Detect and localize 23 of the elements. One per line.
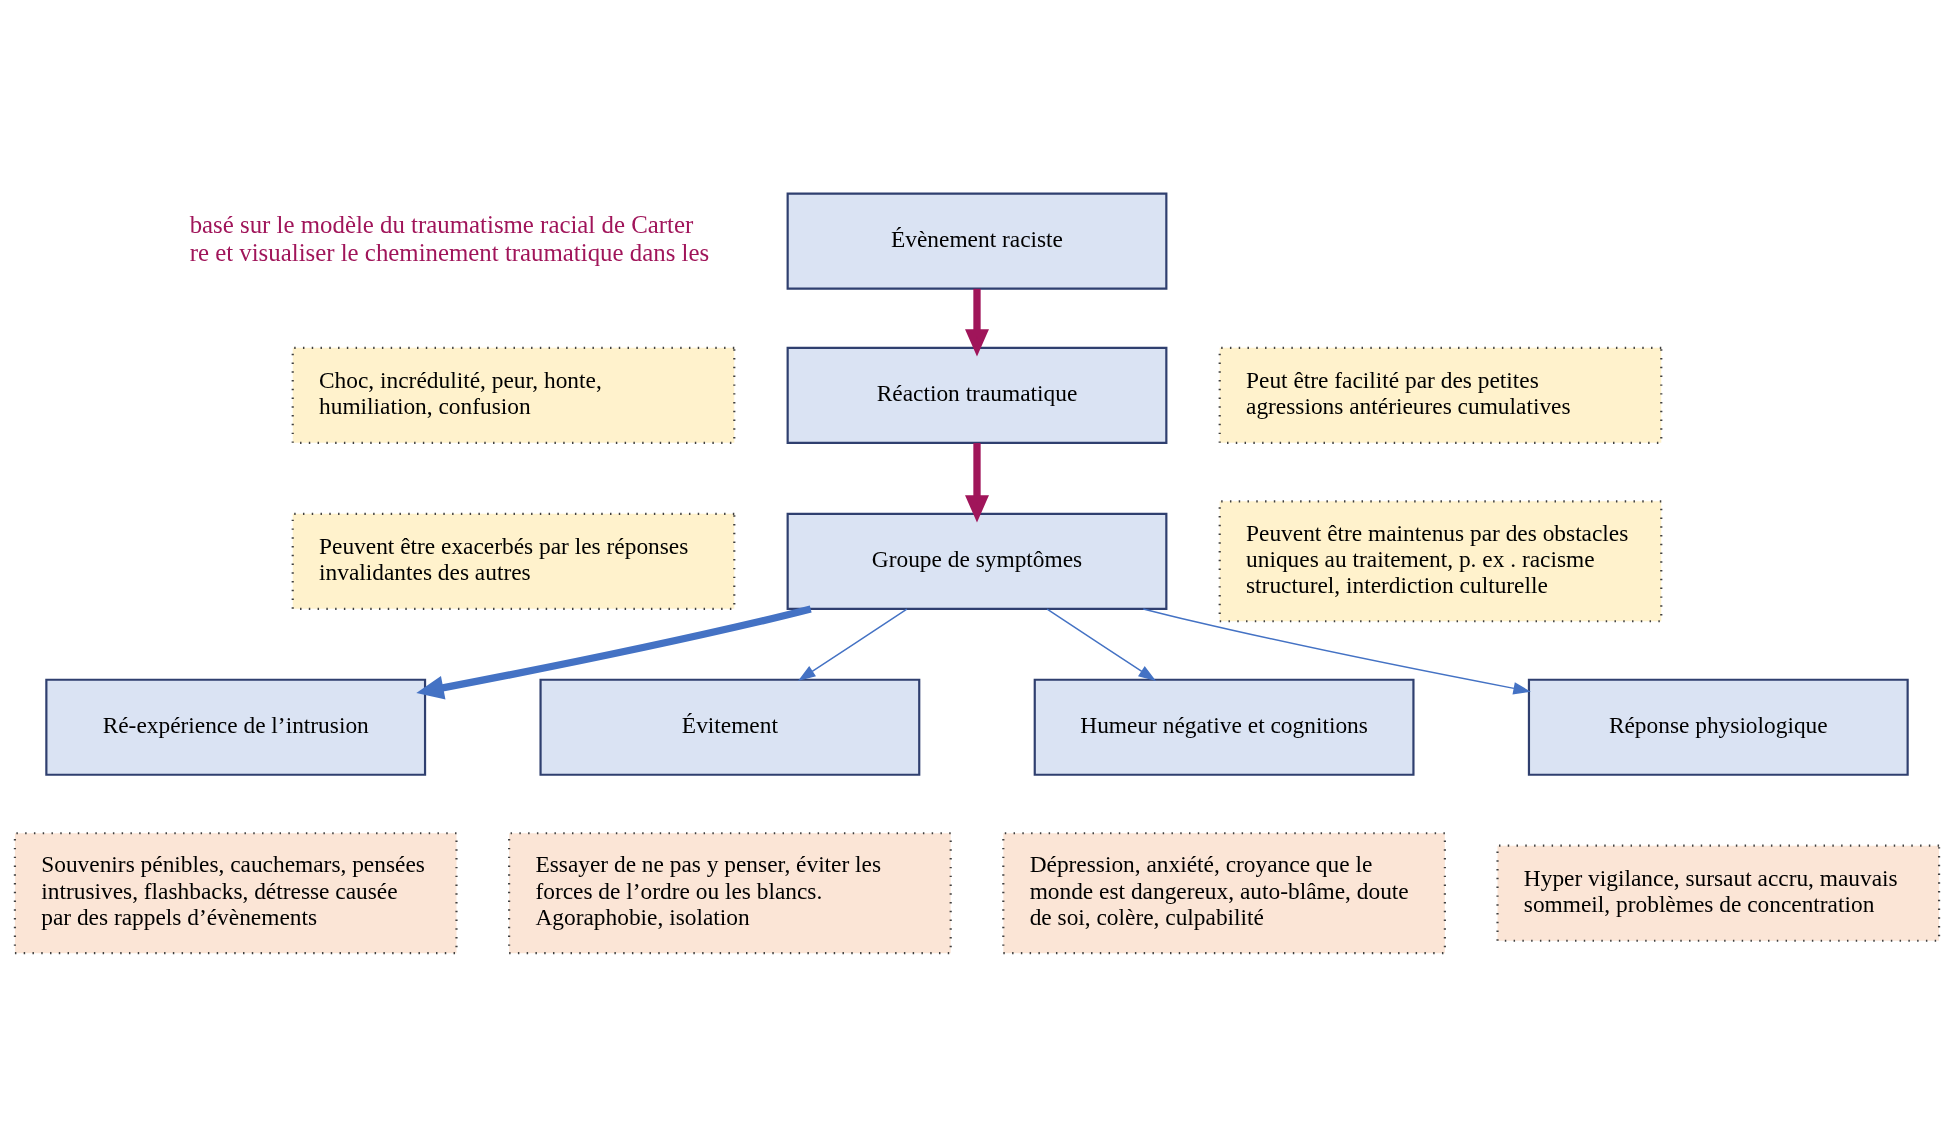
arrow xyxy=(965,288,989,357)
node-box: Essayer de ne pas y penser, éviter les forces de l’ordre ou les blancs. Agoraphobie, isolation xyxy=(508,832,952,955)
arrow xyxy=(965,443,989,523)
node-box: Peuvent être maintenus par des obstacles uniques au traitement, p. ex . racisme structurel, interdiction culturelle xyxy=(1218,500,1663,623)
node-box: Humeur négative et cognitions xyxy=(1033,678,1415,776)
node-box: Dépression, anxiété, croyance que le monde est dangereux, auto-blâme, doute de soi, colère, culpabilité xyxy=(1002,832,1446,955)
node-box: Groupe de symptômes xyxy=(786,512,1168,610)
arrow xyxy=(1142,608,1531,695)
label: re et visualiser le cheminement traumatique dans les xyxy=(189,238,710,266)
node-box: Évènement raciste xyxy=(786,192,1168,290)
node-box: Souvenirs pénibles, cauchemars, pensées intrusives, flashbacks, détresse causée par des rappels d’évènements xyxy=(13,832,458,955)
arrow xyxy=(797,608,908,681)
node-box: Réaction traumatique xyxy=(786,346,1168,444)
node-box: Peut être facilité par des petites agressions antérieures cumulatives xyxy=(1218,346,1663,444)
node-box: Hyper vigilance, sursaut accru, mauvais sommeil, problèmes de concentration xyxy=(1496,844,1941,942)
node-box: Réponse physiologique xyxy=(1527,678,1909,776)
arrow xyxy=(1046,608,1157,681)
node-box: Peuvent être exacerbés par les réponses invalidantes des autres xyxy=(291,512,736,610)
label: basé sur le modèle du traumatisme racial de Carter xyxy=(189,211,694,239)
arrow xyxy=(416,605,812,700)
node-box: Évitement xyxy=(539,678,921,776)
node-box: Ré-expérience de l’intrusion xyxy=(45,678,427,776)
node-box: Choc, incrédulité, peur, honte, humiliation, confusion xyxy=(291,346,736,444)
